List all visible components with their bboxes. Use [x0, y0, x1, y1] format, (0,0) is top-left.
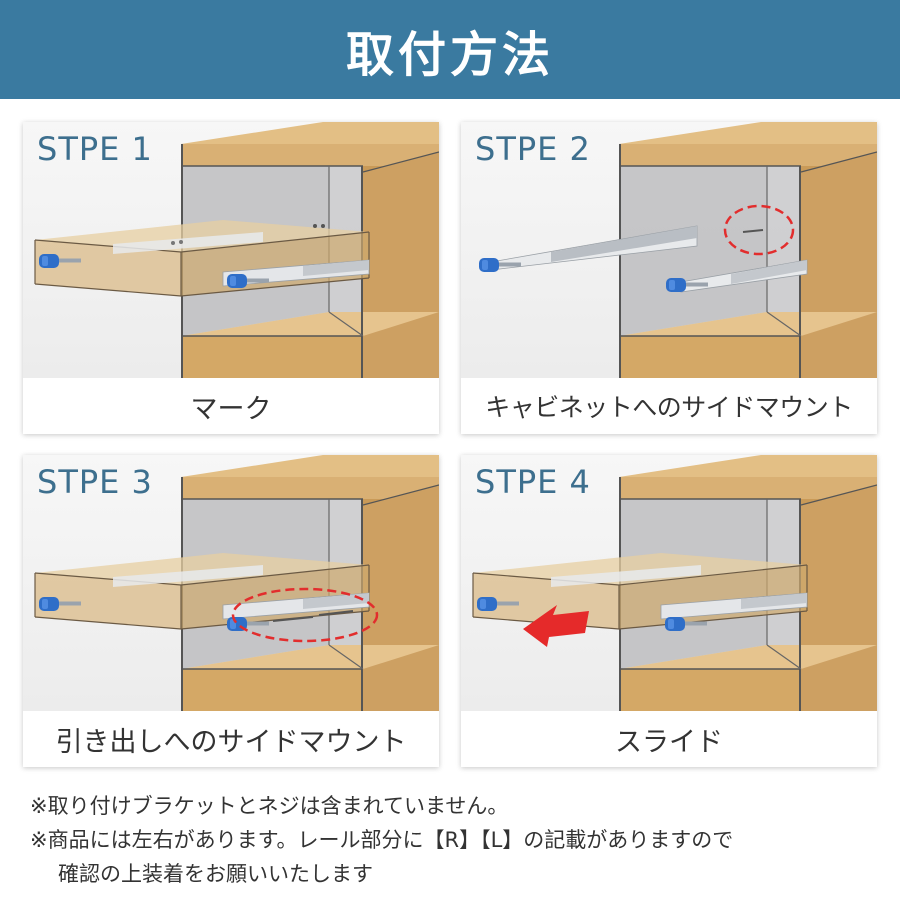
step-4-illustration: STPE 4 [461, 455, 877, 711]
step-card-4: STPE 4 スライド [461, 455, 877, 767]
step-4-label: STPE 4 [475, 463, 591, 501]
step-3-illustration: STPE 3 [23, 455, 439, 711]
note-3: 確認の上装着をお願いいたします [58, 862, 373, 886]
step-2-caption: キャビネットへのサイドマウント [485, 393, 853, 422]
step-1-illustration: STPE 1 [23, 122, 439, 378]
page-title: 取付方法 [345, 26, 554, 83]
header-banner: 取付方法 [0, 0, 900, 99]
step-card-3: STPE 3 引き出しへのサイドマウント [23, 455, 439, 767]
step-3-label: STPE 3 [37, 463, 153, 501]
slide-arrow-icon [523, 605, 589, 647]
highlight-circle [723, 204, 795, 256]
step-card-2: STPE 2 キャビネットへのサイドマウント [461, 122, 877, 434]
step-3-caption: 引き出しへのサイドマウント [55, 726, 407, 758]
step-1-label: STPE 1 [37, 130, 153, 168]
step-2-illustration: STPE 2 [461, 122, 877, 378]
step-card-1: STPE 1 マーク [23, 122, 439, 434]
highlight-circle [231, 587, 379, 643]
note-2: ※商品には左右があります。レール部分に【R】【L】の記載がありますので [30, 828, 734, 852]
note-1: ※取り付けブラケットとネジは含まれていません。 [30, 794, 509, 818]
step-2-label: STPE 2 [475, 130, 591, 168]
step-4-caption: スライド [615, 726, 723, 758]
step-1-caption: マーク [190, 393, 272, 425]
